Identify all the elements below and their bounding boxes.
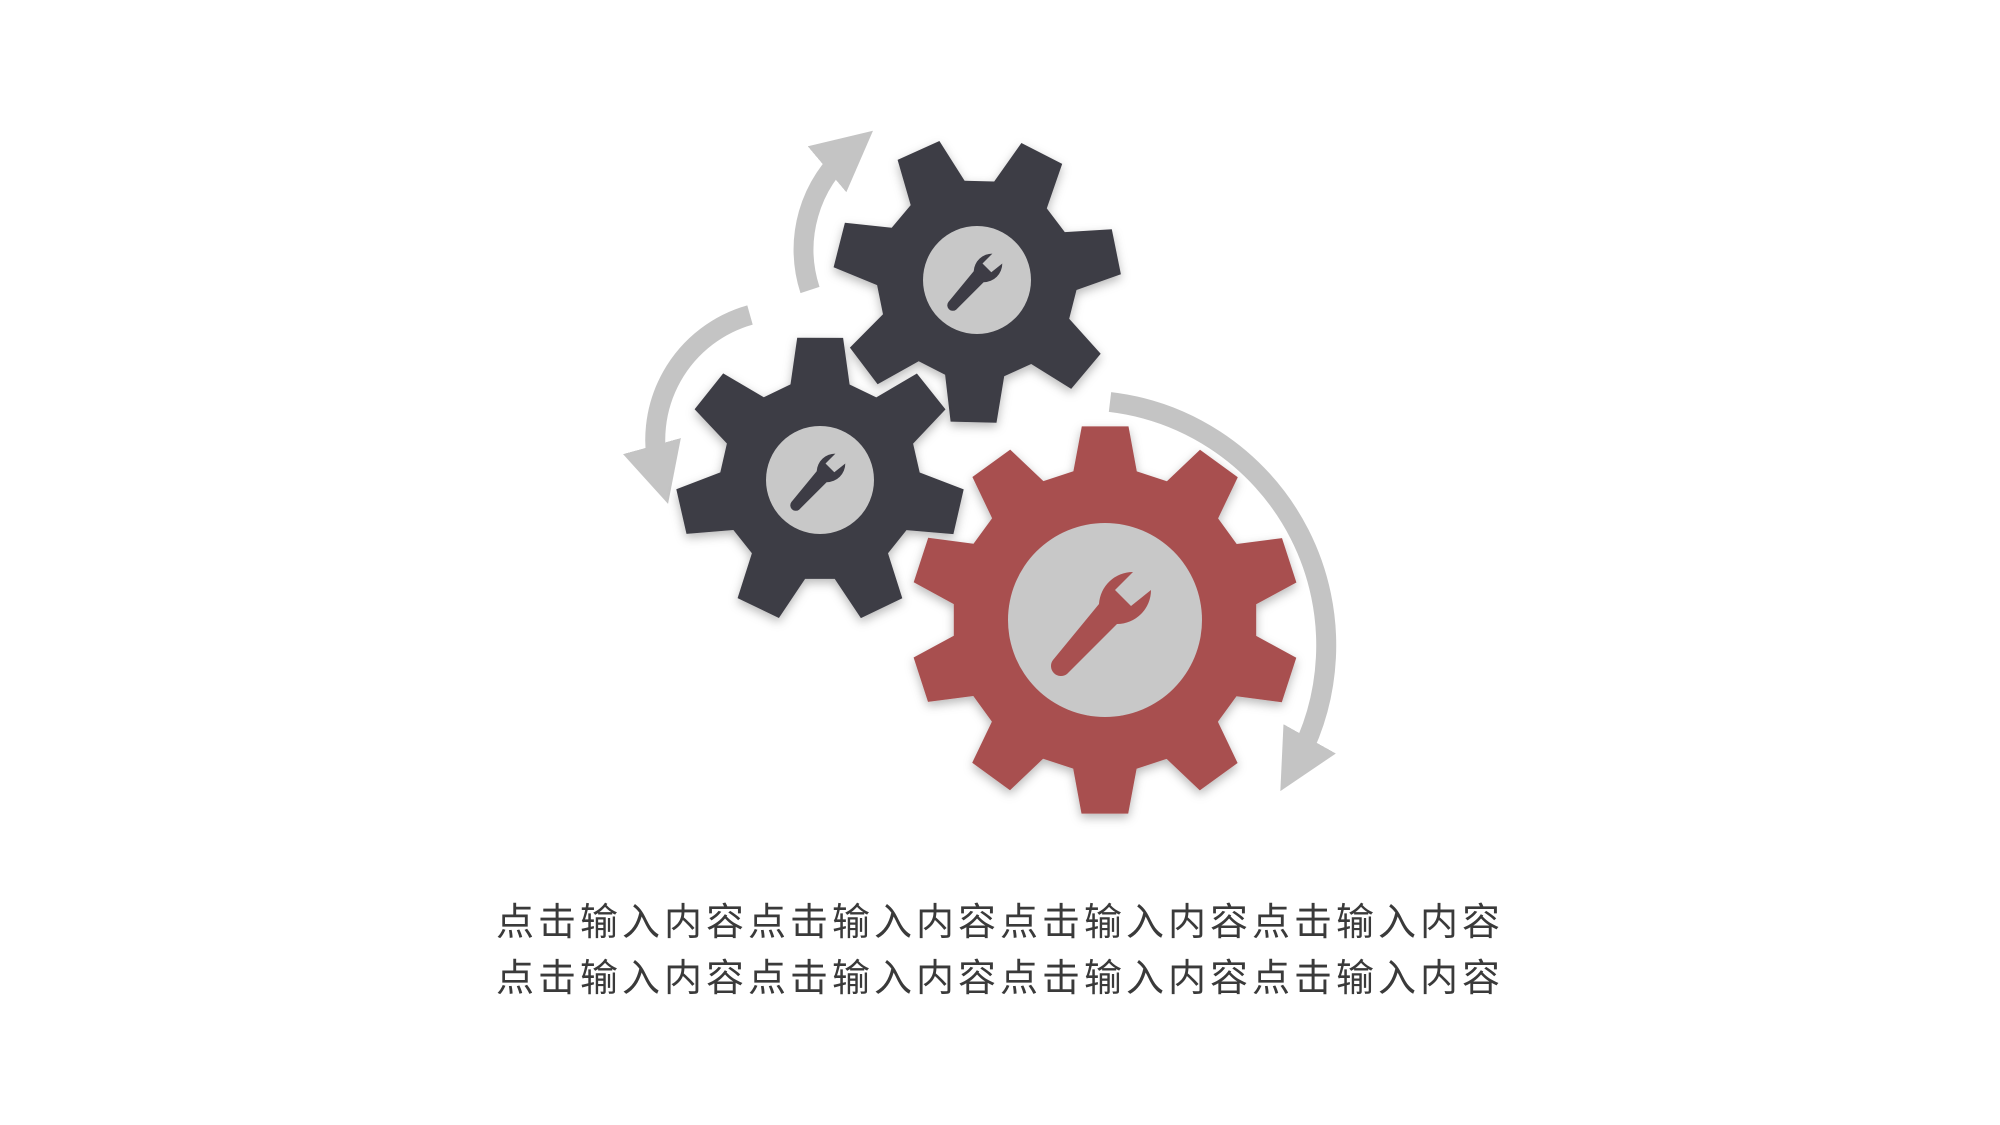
wrench-icon xyxy=(947,253,1003,311)
wrench-icon xyxy=(1051,571,1151,676)
wrench-icon xyxy=(790,453,846,511)
caption-line-2: 点击输入内容点击输入内容点击输入内容点击输入内容 xyxy=(495,956,1504,1000)
curved-arrow-icon xyxy=(623,305,753,504)
gear-icon xyxy=(676,337,964,619)
gear-icon xyxy=(913,426,1297,814)
curved-arrow-icon xyxy=(793,130,873,294)
caption: 点击输入内容点击输入内容点击输入内容点击输入内容 点击输入内容点击输入内容点击输… xyxy=(0,894,2000,1006)
gear-icon xyxy=(833,141,1121,423)
curved-arrow-icon xyxy=(1108,392,1337,792)
caption-line-1: 点击输入内容点击输入内容点击输入内容点击输入内容 xyxy=(495,900,1504,944)
